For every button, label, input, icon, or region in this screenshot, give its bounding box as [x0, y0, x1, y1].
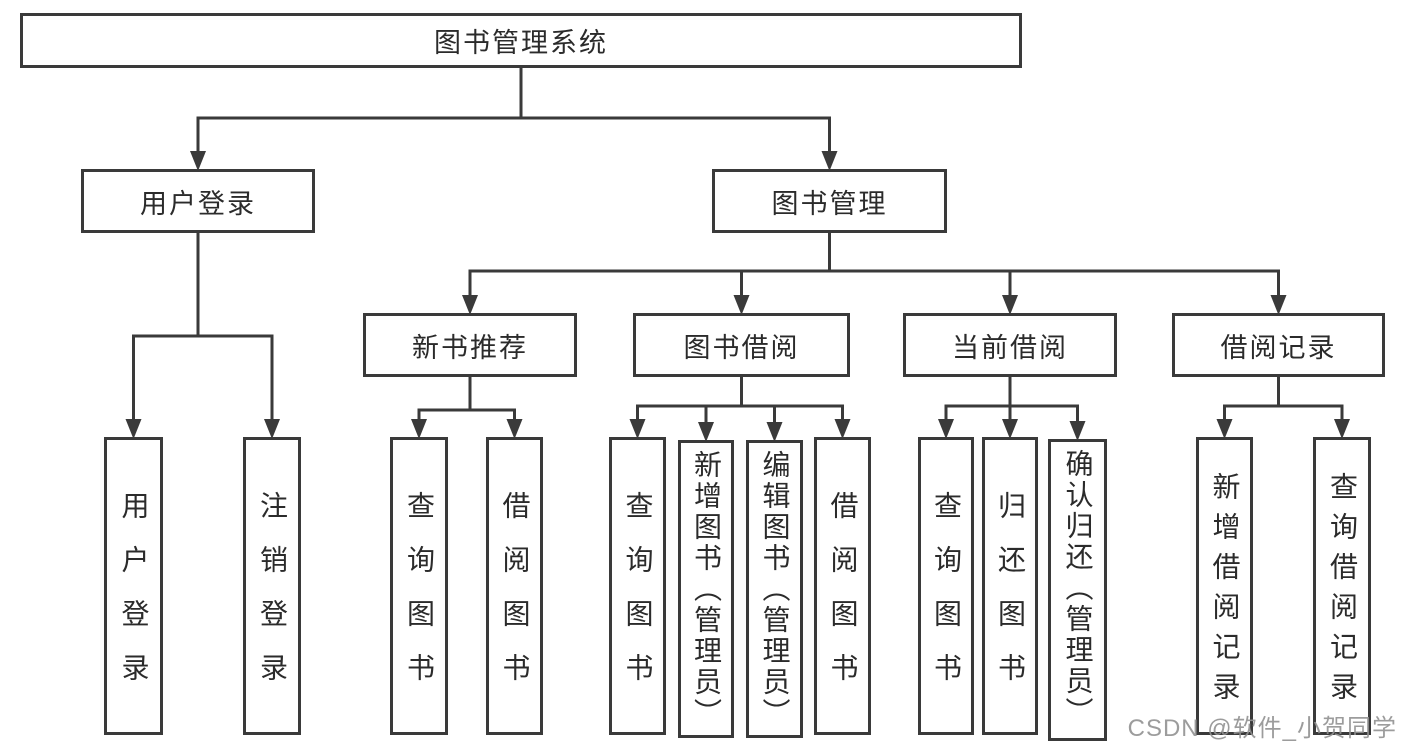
node-label-b-borrow: 借阅图书	[827, 491, 859, 707]
node-label-records: 借阅记录	[1220, 332, 1337, 363]
node-label-user-login: 用户登录	[140, 188, 256, 219]
node-root: 图书管理系统	[20, 13, 1022, 68]
node-nr-borrow: 借阅图书	[486, 437, 543, 735]
node-label-c-query: 查询图书	[931, 491, 962, 707]
arrowhead-icon	[1002, 419, 1018, 439]
node-label-new-rec: 新书推荐	[412, 332, 528, 363]
arrowhead-icon	[411, 419, 427, 439]
node-c-confirm: 确认归还（管理员）	[1048, 439, 1107, 741]
node-v-logout: 注销登录	[243, 437, 301, 735]
connector-path	[132, 66, 1344, 432]
arrowhead-icon	[821, 151, 838, 171]
node-label-b-query: 查询图书	[622, 491, 654, 707]
node-label-nr-query: 查询图书	[404, 491, 435, 707]
node-label-b-edit: 编辑图书（管理员）	[759, 450, 791, 729]
arrowhead-icon	[506, 419, 523, 439]
arrowhead-icon	[125, 419, 142, 439]
arrowhead-icon	[766, 422, 783, 442]
node-new-rec: 新书推荐	[363, 313, 577, 377]
node-nr-query: 查询图书	[390, 437, 448, 735]
node-b-edit: 编辑图书（管理员）	[746, 440, 803, 738]
watermark: CSDN @软件_小贺同学	[1127, 715, 1397, 742]
arrowhead-icon	[698, 422, 714, 442]
node-label-book-mgmt: 图书管理	[771, 188, 888, 219]
node-label-v-login: 用户登录	[118, 491, 150, 707]
arrowhead-icon	[1002, 295, 1018, 315]
node-label-r-query: 查询借阅记录	[1327, 472, 1358, 712]
node-label-current: 当前借阅	[952, 332, 1068, 363]
arrowhead-icon	[462, 295, 478, 315]
node-label-r-add: 新增借阅记录	[1209, 472, 1241, 712]
node-user-login: 用户登录	[81, 169, 315, 233]
node-book-mgmt: 图书管理	[712, 169, 947, 233]
node-label-root: 图书管理系统	[434, 28, 608, 58]
node-r-add: 新增借阅记录	[1196, 437, 1253, 735]
arrowhead-icon	[190, 151, 206, 171]
node-label-borrow: 图书借阅	[683, 332, 800, 363]
node-records: 借阅记录	[1172, 313, 1385, 377]
arrowhead-icon	[1216, 419, 1233, 439]
node-label-c-confirm: 确认归还（管理员）	[1062, 449, 1094, 728]
arrowhead-icon	[1069, 421, 1086, 441]
node-c-return: 归还图书	[982, 437, 1038, 735]
node-b-add: 新增图书（管理员）	[678, 440, 734, 738]
node-b-borrow: 借阅图书	[814, 437, 871, 735]
node-r-query: 查询借阅记录	[1313, 437, 1371, 735]
node-v-login: 用户登录	[104, 437, 163, 735]
arrowhead-icon	[264, 419, 280, 439]
arrowhead-icon	[733, 295, 750, 315]
node-current: 当前借阅	[903, 313, 1117, 377]
arrowhead-icon	[1334, 419, 1350, 439]
node-b-query: 查询图书	[609, 437, 666, 735]
arrowhead-icon	[834, 419, 851, 439]
node-c-query: 查询图书	[918, 437, 974, 735]
arrowhead-icon	[1270, 295, 1287, 315]
node-label-nr-borrow: 借阅图书	[499, 491, 531, 707]
node-label-b-add: 新增图书（管理员）	[691, 450, 722, 729]
arrowhead-icon	[629, 419, 646, 439]
arrowhead-icon	[938, 419, 954, 439]
node-borrow: 图书借阅	[633, 313, 850, 377]
node-label-c-return: 归还图书	[995, 491, 1026, 707]
node-label-v-logout: 注销登录	[257, 491, 288, 707]
